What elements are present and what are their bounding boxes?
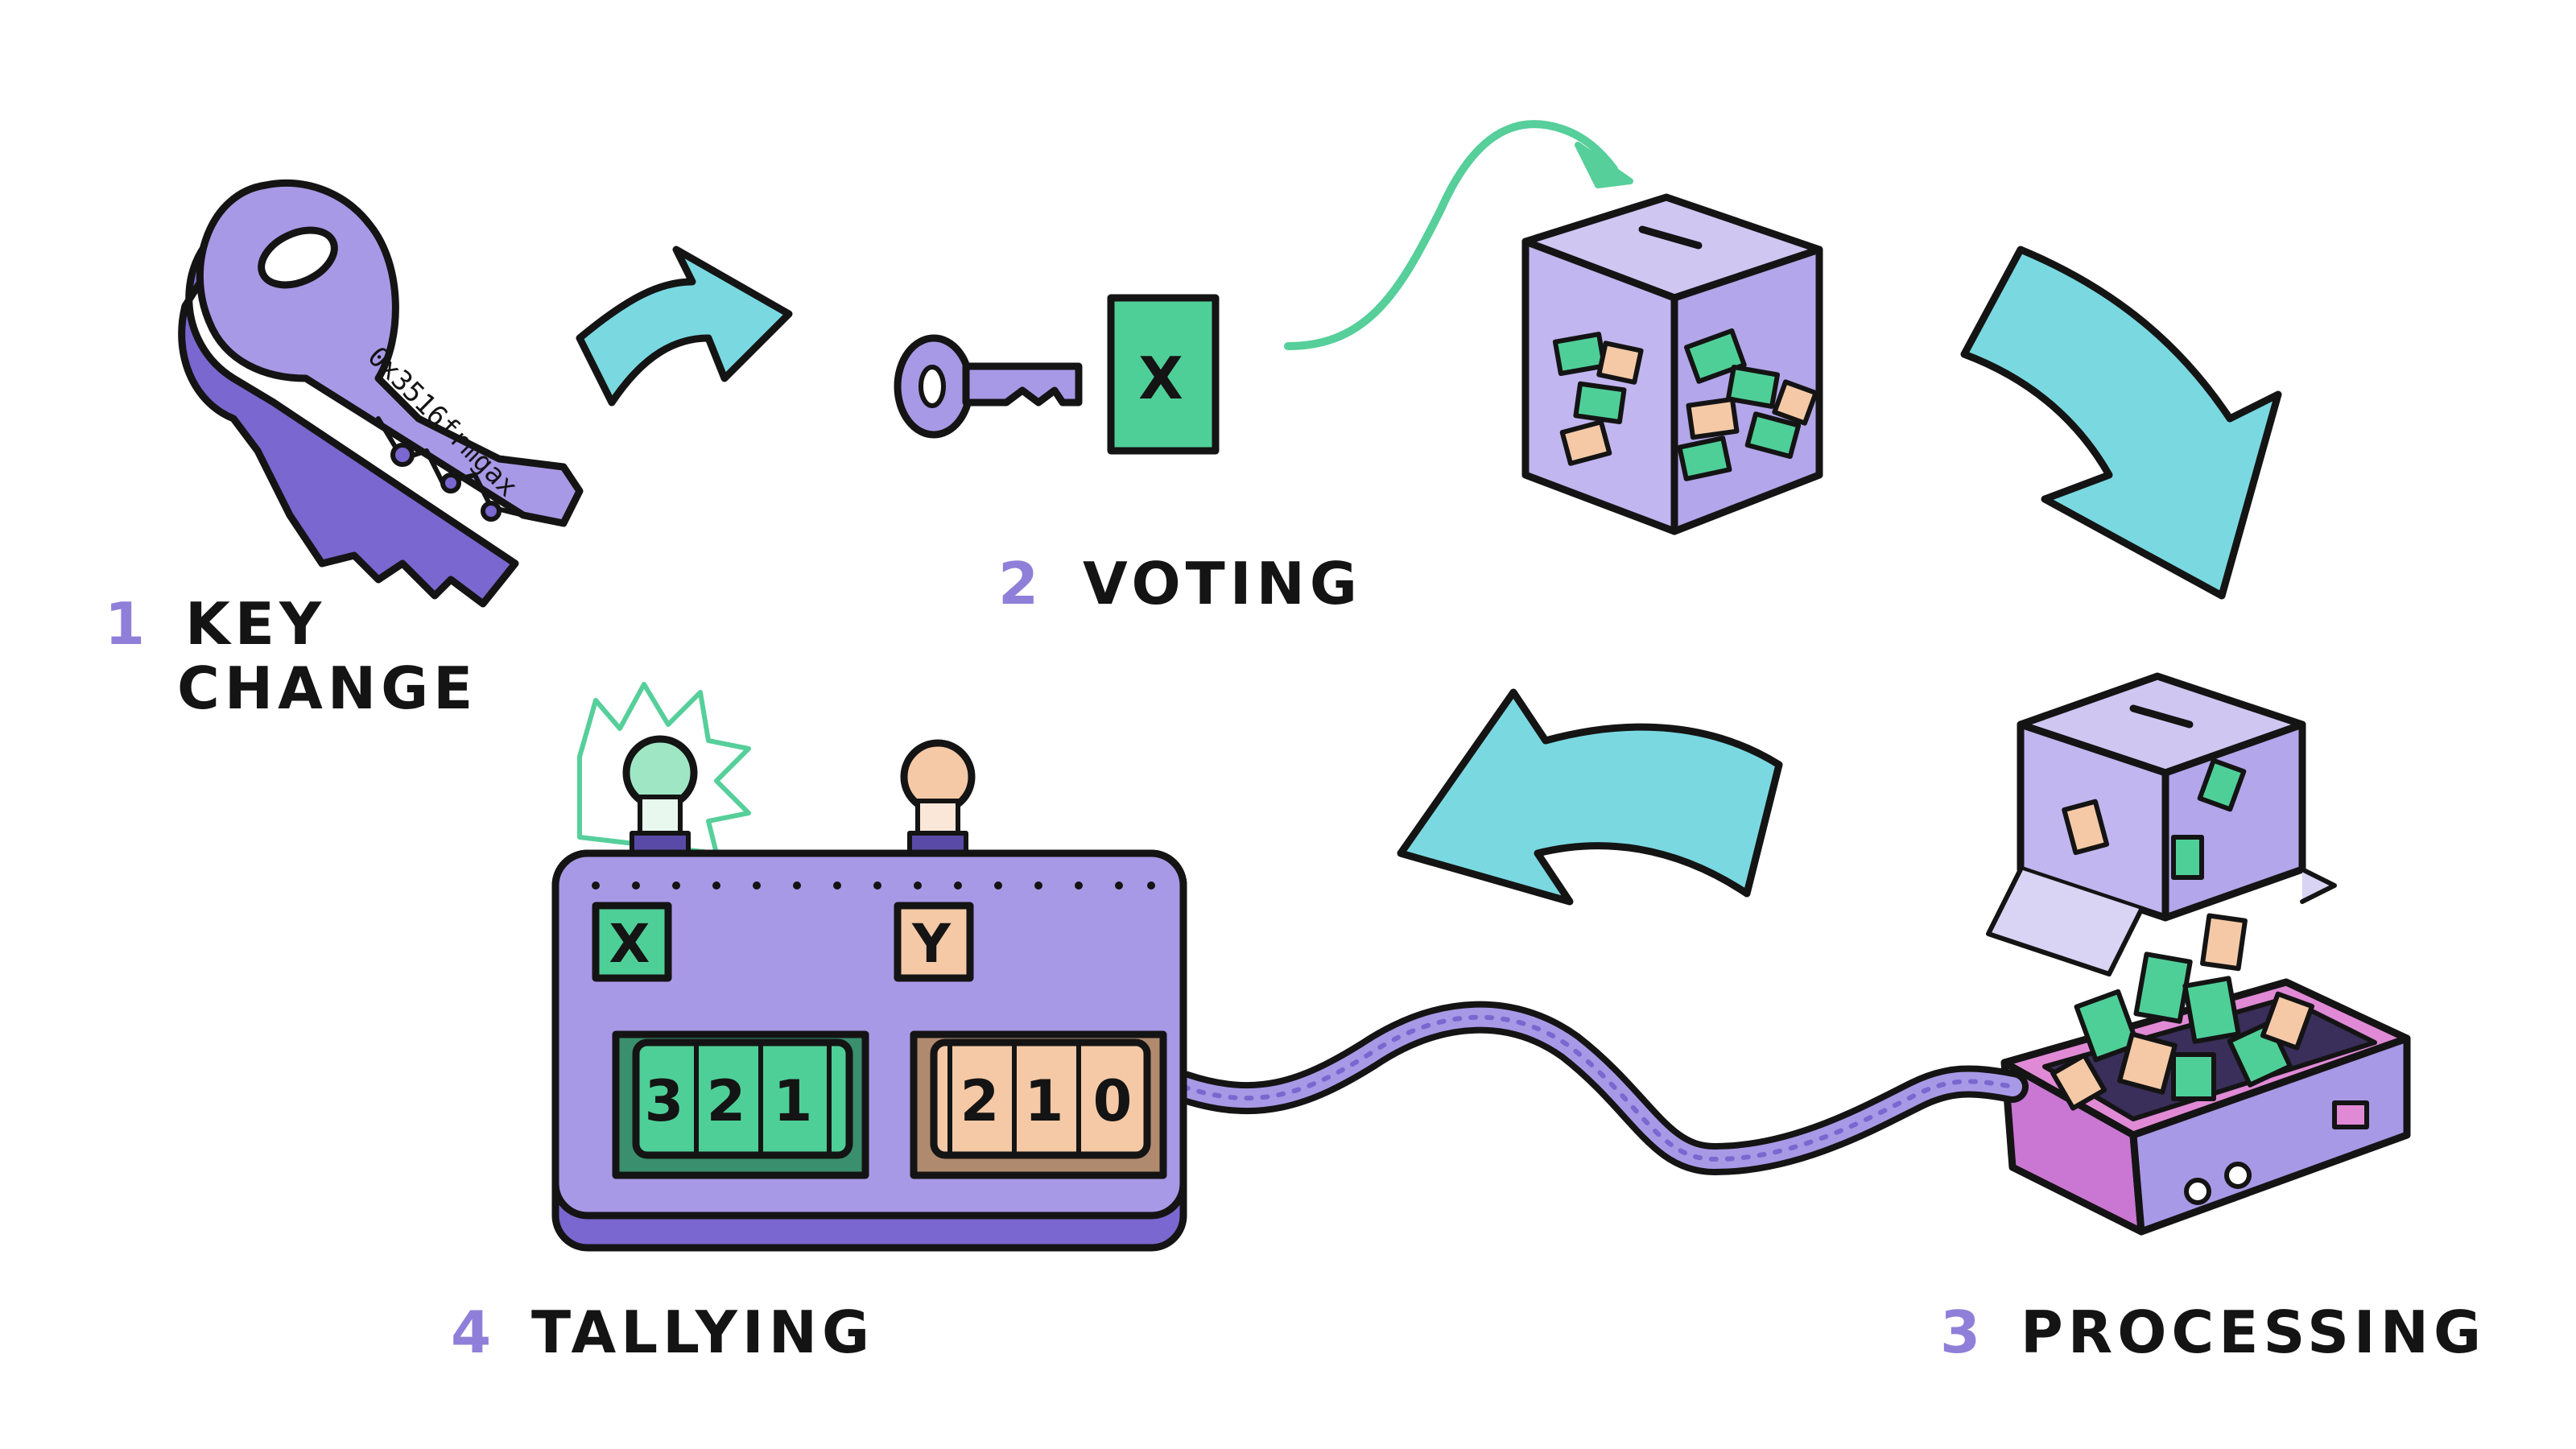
counter-y <box>930 1038 1151 1159</box>
counter-x <box>632 1038 853 1159</box>
shredder-ballot-box-icon <box>1986 672 2411 1236</box>
step-1-label: 1 KEY CHANGE <box>105 590 477 722</box>
step-number: 4 <box>451 1298 496 1366</box>
lightbulb-icon <box>577 682 751 860</box>
tally-machine: X Y 3 2 1 2 1 0 <box>551 682 1187 1252</box>
arrow-down-icon <box>1960 246 2282 600</box>
ballot-box-icon <box>1521 193 1823 535</box>
lightbulb-icon <box>900 739 976 860</box>
counter-digit: 1 <box>1025 1068 1069 1134</box>
step-number: 3 <box>1940 1298 1985 1366</box>
step-title: VOTING <box>1083 550 1362 617</box>
curved-arrow-icon <box>1284 120 1633 350</box>
option-y-tag <box>894 902 974 982</box>
step-number: 2 <box>998 550 1043 617</box>
ballot-mark: X <box>1138 345 1188 412</box>
small-key-icon <box>894 334 1083 439</box>
arrow-right-icon <box>576 246 793 407</box>
step-title: TALLYING <box>531 1298 874 1366</box>
key-icon: 0x3516frmgax <box>178 179 584 608</box>
counter-digit: 2 <box>707 1068 751 1134</box>
step-number: 1 <box>105 590 150 658</box>
option-x-tag <box>592 902 672 982</box>
counter-digit: 3 <box>645 1068 689 1134</box>
step-title: KEY <box>185 590 326 658</box>
arrow-left-icon <box>1397 688 1783 906</box>
ballot-card: X <box>1107 294 1220 455</box>
step-title: PROCESSING <box>2021 1298 2486 1366</box>
option-x-label: X <box>609 913 655 975</box>
counter-digit: 1 <box>774 1068 818 1134</box>
counter-digit: 0 <box>1093 1068 1137 1134</box>
option-y-label: Y <box>911 913 956 975</box>
step-title: CHANGE <box>177 654 477 722</box>
counter-digit: 2 <box>960 1068 1005 1134</box>
